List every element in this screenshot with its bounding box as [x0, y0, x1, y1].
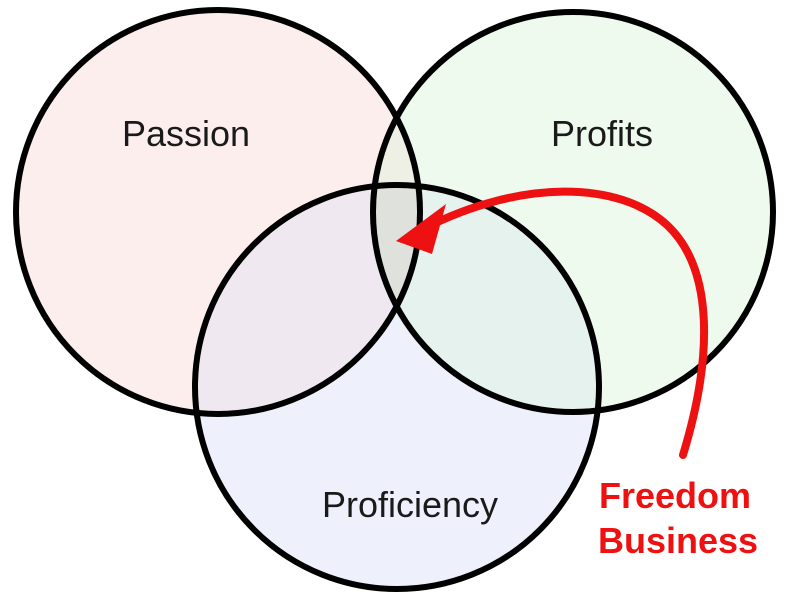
proficiency-circle-outline — [192, 182, 602, 592]
arrowhead-icon — [396, 204, 446, 254]
callout-arrow — [421, 187, 709, 459]
profits-label: Profits — [551, 113, 653, 154]
profits-circle-outline — [370, 9, 776, 415]
passion-circle-outline — [13, 7, 423, 417]
passion-label: Passion — [122, 113, 250, 154]
proficiency-label: Proficiency — [322, 484, 498, 525]
callout-label-line1: Freedom — [599, 475, 751, 516]
callout-label-line2: Business — [598, 520, 758, 561]
